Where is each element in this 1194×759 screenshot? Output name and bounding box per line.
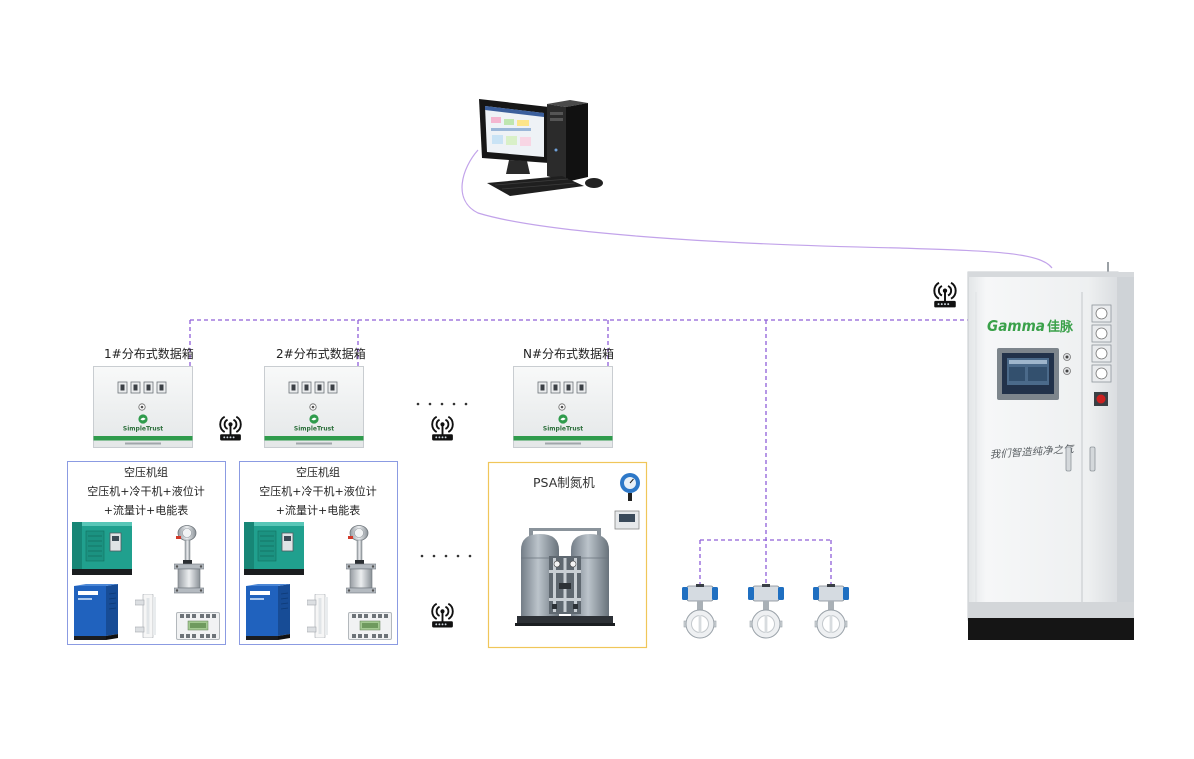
- network-bus-lines: [189, 319, 980, 586]
- group-description-line1: 空压机+冷干机+液位计: [259, 484, 376, 498]
- uplink-connection-line: [461, 149, 1053, 269]
- control-cabinet: Gamma 佳脉: [967, 262, 1134, 640]
- indicator-lights: [1063, 353, 1071, 375]
- pneumatic-butterfly-valve-icon: [682, 584, 718, 639]
- psa-title: PSA制氮机: [533, 475, 595, 490]
- brand-logo-chinese: 佳脉: [1047, 319, 1074, 335]
- door-handle: [1089, 446, 1096, 472]
- energy-meter-icon: [348, 612, 392, 640]
- pressure-gauge-icon: [620, 473, 640, 501]
- cabinet-brand-logo: Gamma 佳脉: [987, 317, 1074, 335]
- data-box-n: SimpleTrust: [513, 366, 613, 448]
- wireless-router-icon: [219, 415, 242, 442]
- panel-meters: [1091, 304, 1112, 383]
- group-description-line2: +流量计+电能表: [104, 503, 188, 517]
- refrigerated-dryer-icon: [246, 584, 290, 640]
- wireless-router-icon: [431, 602, 454, 629]
- equipment-group-1: 空压机组 空压机+冷干机+液位计 +流量计+电能表: [67, 461, 226, 645]
- more-boxes-ellipsis: [416, 402, 468, 406]
- air-compressor-icon: [72, 521, 132, 575]
- data-box-1: SimpleTrust: [93, 366, 193, 448]
- psa-nitrogen-group: PSA制氮机: [487, 461, 648, 649]
- pneumatic-butterfly-valve-icon: [748, 584, 784, 639]
- energy-meter-icon: [176, 612, 220, 640]
- data-box-label: 1#分布式数据箱: [104, 346, 194, 361]
- oxygen-analyzer-icon: [614, 510, 640, 530]
- cabinet-base: [968, 618, 1134, 640]
- equipment-group-2: 空压机组 空压机+冷干机+液位计 +流量计+电能表: [239, 461, 398, 645]
- simpletrust-logo: SimpleTrust: [123, 426, 163, 433]
- wireless-router-icon: [933, 281, 957, 309]
- pneumatic-butterfly-valve-icon: [813, 584, 849, 639]
- air-compressor-icon: [244, 521, 304, 575]
- distributed-data-box-icon: [264, 366, 364, 448]
- group-title: 空压机组: [296, 465, 340, 479]
- wireless-router-icon: [431, 415, 454, 442]
- emergency-stop-button: [1094, 392, 1108, 406]
- data-box-label: 2#分布式数据箱: [276, 346, 366, 361]
- more-groups-ellipsis: [420, 554, 472, 558]
- distributed-data-box-icon: [513, 366, 613, 448]
- distributed-data-box-icon: [93, 366, 193, 448]
- refrigerated-dryer-icon: [74, 584, 118, 640]
- data-box-label: N#分布式数据箱: [523, 346, 614, 361]
- brand-logo-latin: Gamma: [987, 317, 1045, 335]
- group-description-line1: 空压机+冷干机+液位计: [87, 484, 204, 498]
- simpletrust-logo: SimpleTrust: [543, 426, 583, 433]
- data-box-2: SimpleTrust: [264, 366, 364, 448]
- group-description-line2: +流量计+电能表: [276, 503, 360, 517]
- door-handle: [1065, 446, 1072, 472]
- simpletrust-logo: SimpleTrust: [294, 426, 334, 433]
- group-title: 空压机组: [124, 465, 168, 479]
- desktop-computer-icon: [479, 99, 603, 196]
- hmi-touchscreen: [997, 348, 1059, 400]
